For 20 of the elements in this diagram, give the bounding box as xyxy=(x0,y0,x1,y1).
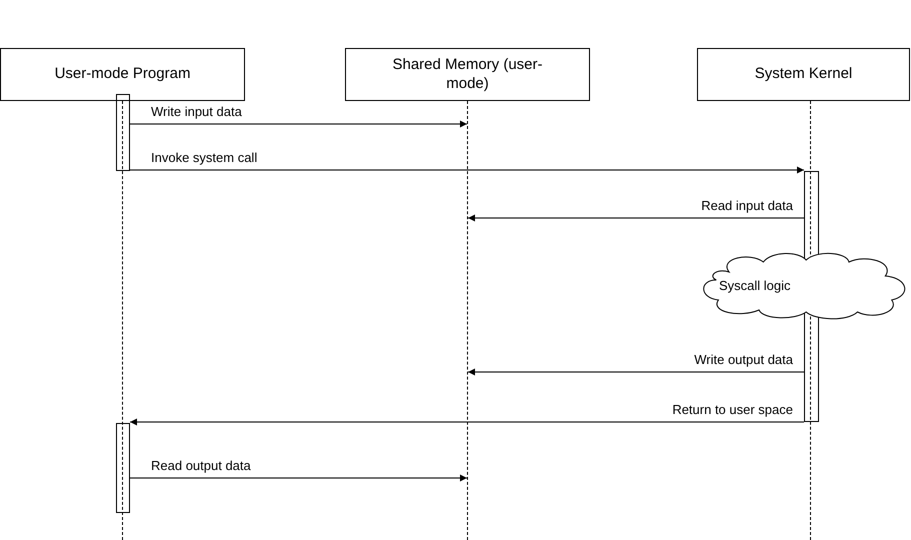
message-label: Write output data xyxy=(693,352,794,367)
lifeline xyxy=(122,101,123,540)
lifeline xyxy=(467,101,468,540)
activation-bar xyxy=(116,423,130,513)
activation-bar xyxy=(116,94,130,171)
participant-box: System Kernel xyxy=(697,48,910,101)
message-label: Invoke system call xyxy=(150,150,258,165)
message-arrow xyxy=(130,120,468,128)
message-arrow xyxy=(468,368,804,376)
message-arrow xyxy=(130,474,468,482)
participant-box: User-mode Program xyxy=(0,48,245,101)
message-arrow xyxy=(130,418,804,426)
cloud-label: Syscall logic xyxy=(719,278,791,292)
message-arrow xyxy=(130,166,804,174)
message-label: Read output data xyxy=(150,458,252,473)
message-label: Write input data xyxy=(150,104,243,119)
message-arrow xyxy=(468,214,804,222)
message-label: Return to user space xyxy=(671,402,794,417)
participant-box: Shared Memory (user-mode) xyxy=(345,48,590,101)
message-label: Read input data xyxy=(700,198,794,213)
